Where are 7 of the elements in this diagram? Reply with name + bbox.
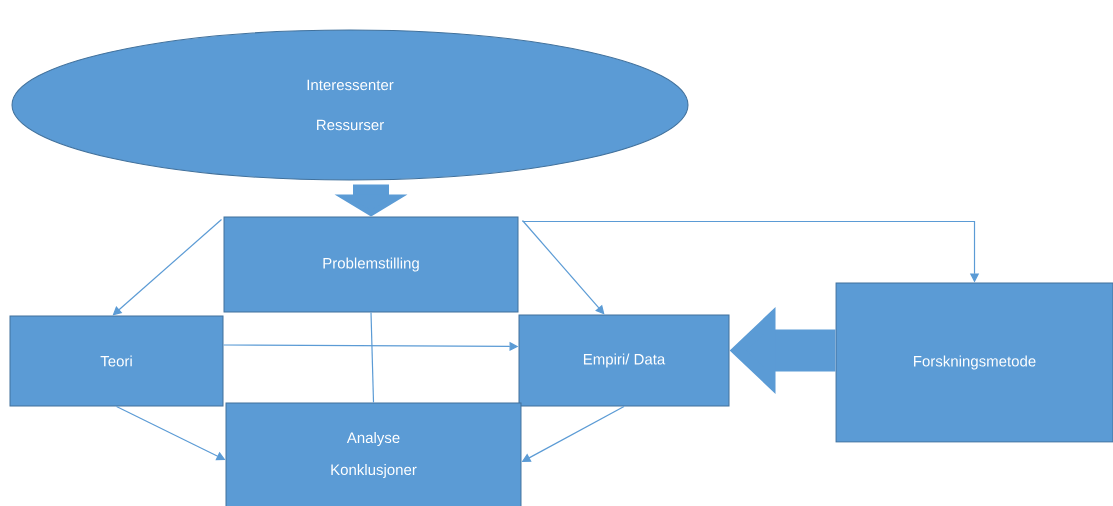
process-box: Teori <box>9 315 224 407</box>
arrow <box>112 218 223 316</box>
process-box: Forskningsmetode <box>835 282 1113 443</box>
connector-line <box>370 311 375 404</box>
process-box: Analyse Konklusjoner <box>225 402 522 506</box>
process-box: Empiri/ Data <box>518 314 730 407</box>
arrow <box>521 219 605 315</box>
